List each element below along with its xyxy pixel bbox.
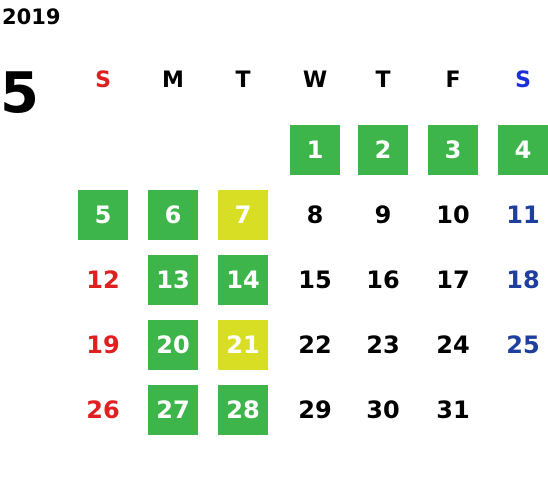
calendar-day-21[interactable]: 21: [218, 320, 268, 370]
calendar-day-6[interactable]: 6: [148, 190, 198, 240]
calendar-day-5[interactable]: 5: [78, 190, 128, 240]
calendar-day-28[interactable]: 28: [218, 385, 268, 435]
calendar-day-9[interactable]: 9: [374, 201, 392, 229]
weekday-header-wednesday: W: [302, 68, 328, 93]
calendar-day-30[interactable]: 30: [366, 396, 400, 424]
calendar-day-31[interactable]: 31: [436, 396, 470, 424]
calendar-day-19[interactable]: 19: [86, 331, 120, 359]
weekday-header-monday: M: [162, 68, 184, 93]
calendar-day-20[interactable]: 20: [148, 320, 198, 370]
calendar-day-27[interactable]: 27: [148, 385, 198, 435]
calendar-day-1[interactable]: 1: [290, 125, 340, 175]
calendar-day-29[interactable]: 29: [298, 396, 332, 424]
calendar-day-7[interactable]: 7: [218, 190, 268, 240]
calendar-day-17[interactable]: 17: [436, 266, 470, 294]
calendar-day-8[interactable]: 8: [306, 201, 324, 229]
calendar-day-26[interactable]: 26: [86, 396, 120, 424]
calendar-day-13[interactable]: 13: [148, 255, 198, 305]
calendar-day-16[interactable]: 16: [366, 266, 400, 294]
weekday-header-friday: F: [445, 68, 461, 93]
calendar-day-15[interactable]: 15: [298, 266, 332, 294]
weekday-header-saturday: S: [515, 68, 531, 93]
calendar-day-25[interactable]: 25: [506, 331, 540, 359]
calendar-day-10[interactable]: 10: [436, 201, 470, 229]
year-label: 2019: [2, 5, 61, 29]
weekday-header-tuesday: T: [235, 68, 251, 93]
month-label: 5: [0, 61, 39, 126]
calendar-day-2[interactable]: 2: [358, 125, 408, 175]
weekday-header-thursday: T: [375, 68, 391, 93]
calendar-day-11[interactable]: 11: [506, 201, 540, 229]
calendar-day-12[interactable]: 12: [86, 266, 120, 294]
calendar-day-3[interactable]: 3: [428, 125, 478, 175]
weekday-header-sunday: S: [95, 68, 111, 93]
calendar-day-14[interactable]: 14: [218, 255, 268, 305]
calendar-day-23[interactable]: 23: [366, 331, 400, 359]
calendar-day-4[interactable]: 4: [498, 125, 548, 175]
calendar-day-18[interactable]: 18: [506, 266, 540, 294]
calendar-day-24[interactable]: 24: [436, 331, 470, 359]
calendar-day-22[interactable]: 22: [298, 331, 332, 359]
